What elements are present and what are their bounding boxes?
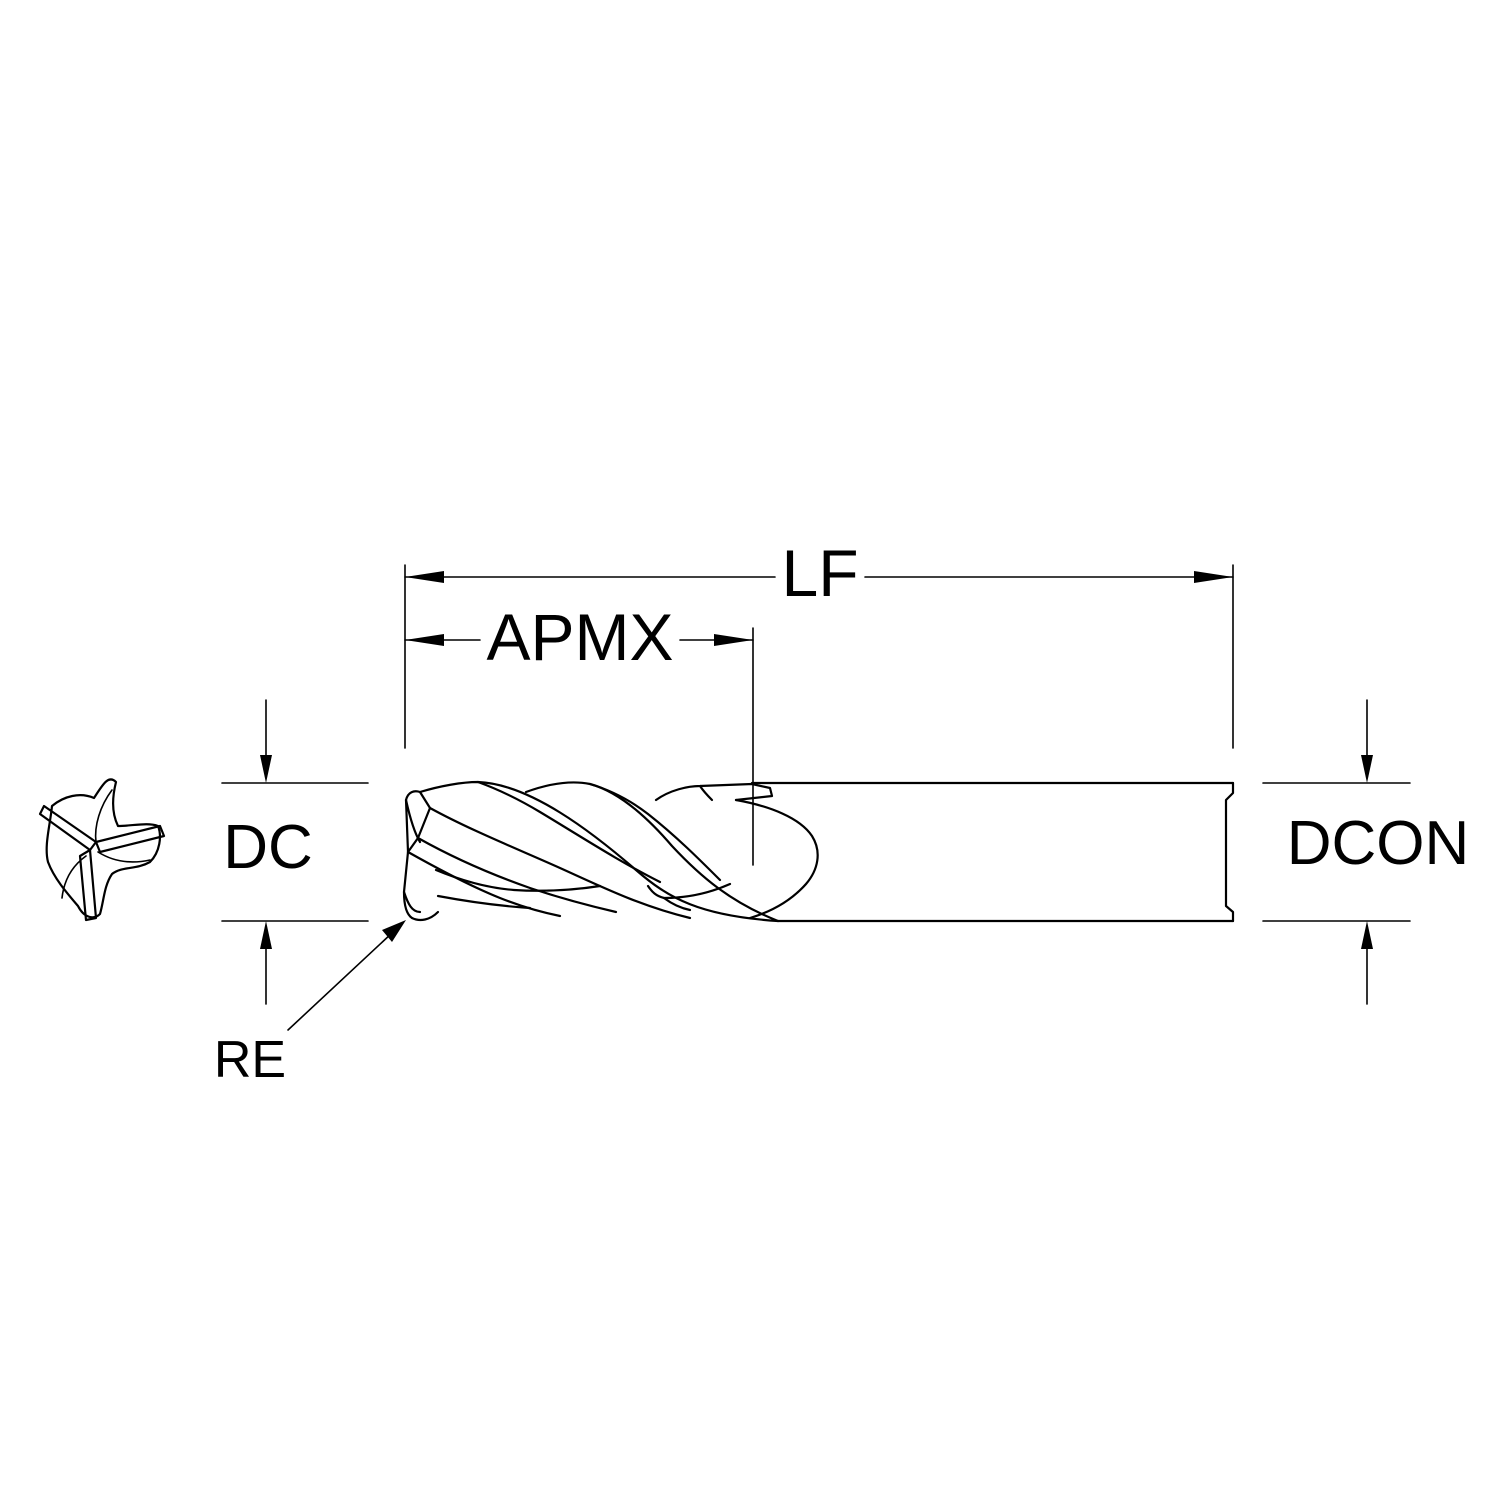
re-label: RE [214,1031,286,1089]
end-mill-side-view [402,780,1235,923]
apmx-dimension [404,627,754,866]
lf-dimension [404,564,1234,749]
dcon-dimension [1262,699,1411,1005]
apmx-label: APMX [486,600,673,674]
lf-label: LF [781,536,858,610]
re-leader [287,920,406,1031]
dcon-label: DCON [1287,809,1470,878]
dc-label: DC [223,813,313,882]
end-mill-end-view-icon [38,778,166,922]
dc-dimension [221,699,369,1005]
